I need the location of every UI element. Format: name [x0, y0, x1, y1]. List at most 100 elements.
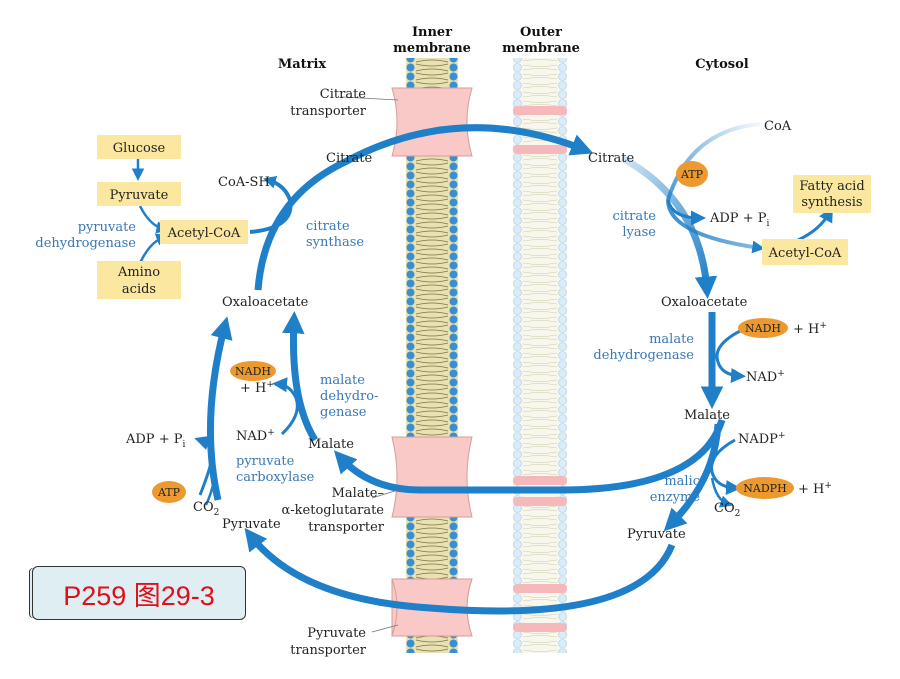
- pyruvate-carboxylase-label-2: carboxylase: [236, 470, 315, 485]
- amino-acids-label-1: Amino: [117, 265, 160, 280]
- leader-malate-transporter: [371, 489, 399, 499]
- arrow-citrate-export: [254, 124, 594, 291]
- arrow-co2-cytosol: [710, 477, 733, 508]
- matrix-malate-label: Malate: [308, 437, 354, 452]
- header-cytosol: Cytosol: [695, 57, 749, 72]
- malic-enzyme-label-2: enzyme: [650, 490, 701, 505]
- arrow-coa-in: [665, 122, 766, 254]
- matrix-mdh-label-3: genase: [320, 405, 367, 420]
- citrate-transporter: [391, 87, 473, 157]
- cytosol-h-plus-label: + H+: [793, 321, 827, 337]
- matrix-pyruvate-label: Pyruvate: [222, 517, 281, 532]
- inner-membrane: [406, 58, 458, 653]
- fatty-acid-box: [793, 175, 871, 213]
- arrow-malate-import: [333, 418, 726, 494]
- leader-pyruvate-transporter: [371, 624, 399, 633]
- coa-sh-label: CoA-SH: [218, 175, 270, 190]
- outer-membrane: [513, 58, 567, 653]
- arrow-atp-adp: [666, 199, 706, 226]
- cytosol-co2-label: CO2: [714, 501, 740, 519]
- leader-citrate-transporter: [341, 96, 399, 101]
- header-outer-1: Outer: [520, 25, 562, 40]
- arrow-nadp-nadph: [709, 438, 741, 496]
- matrix-co2-label: CO2: [193, 500, 219, 518]
- fatty-acid-label-1: Fatty acid: [799, 179, 864, 194]
- pdh-label-2: dehydrogenase: [35, 236, 136, 251]
- cytosol-nadph-oval: [736, 477, 794, 499]
- arrow-co2-matrix: [204, 479, 216, 506]
- pyruvate-transporter-label-2: transporter: [290, 643, 367, 658]
- malate-transporter-label-2: α-ketoglutarate: [281, 503, 384, 518]
- header-inner-1: Inner: [412, 25, 452, 40]
- arrow-pyruvate-import: [244, 527, 676, 615]
- arrow-nadh-nad-cytosol: [715, 328, 746, 383]
- cytosol-atp-oval: [676, 161, 708, 187]
- header-outer-2: membrane: [502, 41, 580, 56]
- matrix-mdh-label-2: dehydro-: [320, 389, 379, 404]
- citrate-synthase-label-1: citrate: [306, 219, 350, 234]
- reference-label: P259 图29-3: [32, 566, 246, 620]
- matrix-h-plus-label: + H+: [240, 380, 274, 396]
- matrix-mdh-label-1: malate: [320, 373, 365, 388]
- pyruvate-box-label: Pyruvate: [110, 188, 169, 203]
- citrate-synthase-label-2: synthase: [306, 235, 364, 250]
- malate-akg-transporter: [391, 436, 473, 518]
- cytosol-citrate-label: Citrate: [588, 151, 635, 166]
- amino-acids-label-2: acids: [122, 282, 156, 297]
- malate-transporter-label-3: transporter: [308, 520, 385, 535]
- cytosol-h-plus-2-label: + H+: [798, 481, 832, 497]
- cytosol-nadh-label: NADH: [745, 322, 781, 335]
- matrix-adp-pi-label: ADP + Pi: [125, 432, 185, 450]
- header-matrix: Matrix: [278, 57, 327, 72]
- cytosol-mdh-label-2: dehydrogenase: [593, 348, 694, 363]
- fatty-acid-label-2: synthesis: [801, 195, 862, 210]
- cytosol-adp-pi-label: ADP + Pi: [709, 211, 769, 229]
- matrix-nadh-oval: [230, 361, 276, 381]
- arrow-atp-adp-matrix: [194, 435, 214, 496]
- acetyl-coa-cytosol-box: [762, 239, 848, 265]
- arrow-malate-to-oxaloacetate: [282, 311, 318, 442]
- arrow-acetylcoa-citrate: [249, 176, 293, 234]
- citrate-transporter-label-1: Citrate: [320, 87, 367, 102]
- malate-transporter-label-1: Malate–: [332, 486, 384, 501]
- cytosol-nadp-label: NADP+: [738, 431, 785, 447]
- cytosol-mdh-label-1: malate: [649, 332, 694, 347]
- matrix-nadh-label: NADH: [235, 365, 271, 378]
- arrow-nad-nadh-matrix: [272, 377, 299, 436]
- arrow-malate-to-pyruvate: [663, 423, 722, 532]
- matrix-oxaloacetate-label: Oxaloacetate: [222, 295, 309, 310]
- cytosol-nad-label: NAD+: [746, 369, 785, 385]
- acetyl-coa-matrix-box: [160, 220, 248, 244]
- pyruvate-box: [97, 182, 181, 206]
- header-inner-2: membrane: [393, 41, 471, 56]
- cytosol-coa-label: CoA: [764, 119, 792, 134]
- acetyl-coa-matrix-label: Acetyl-CoA: [167, 226, 241, 241]
- citrate-transporter-label-2: transporter: [290, 104, 367, 119]
- amino-acids-box: [97, 261, 181, 299]
- outer-membrane-pores: [513, 106, 567, 632]
- citrate-lyase-label-1: citrate: [612, 209, 656, 224]
- arrow-fatty-acid: [797, 206, 833, 242]
- cytosol-nadh-oval: [738, 318, 788, 338]
- matrix-citrate-label: Citrate: [326, 151, 373, 166]
- arrow-citrate-to-oxaloacetate: [620, 154, 718, 299]
- pdh-label-1: pyruvate: [78, 220, 137, 235]
- pyruvate-carboxylase-label-1: pyruvate: [236, 454, 295, 469]
- matrix-nad-label: NAD+: [236, 428, 275, 444]
- glucose-label: Glucose: [113, 141, 166, 156]
- cytosol-atp-label: ATP: [680, 168, 704, 181]
- cytosol-malate-label: Malate: [684, 408, 730, 423]
- cytosol-pyruvate-label: Pyruvate: [627, 527, 686, 542]
- cytosol-oxaloacetate-label: Oxaloacetate: [661, 295, 748, 310]
- pyruvate-transporter-label-1: Pyruvate: [307, 626, 366, 641]
- matrix-atp-oval: [152, 481, 186, 503]
- citrate-lyase-label-2: lyase: [622, 225, 656, 240]
- cytosol-nadph-label: NADPH: [743, 482, 786, 495]
- matrix-atp-label: ATP: [157, 486, 181, 499]
- glucose-box: [97, 135, 181, 159]
- arrow-pyruvate-to-oxaloacetate: [206, 316, 233, 501]
- malic-enzyme-label-1: malic: [664, 474, 700, 489]
- acetyl-coa-cytosol-label: Acetyl-CoA: [768, 246, 842, 261]
